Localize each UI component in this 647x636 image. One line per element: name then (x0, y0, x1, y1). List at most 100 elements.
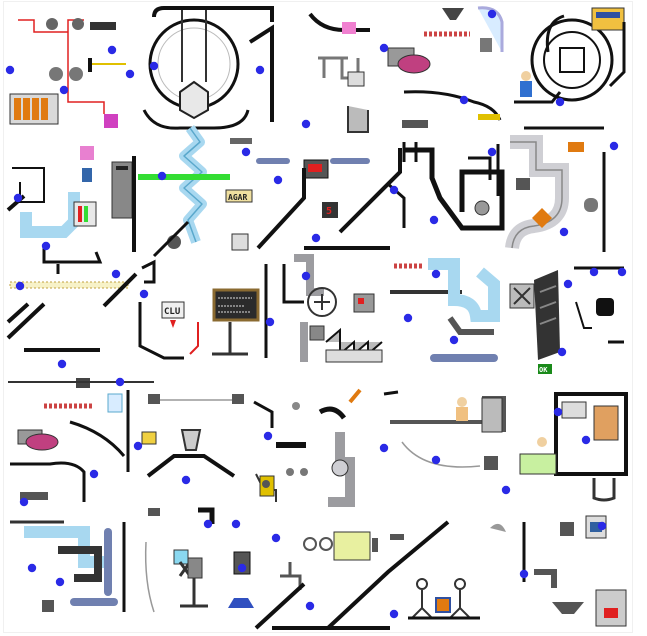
tile-scientist-station (390, 396, 506, 470)
server-tower (111, 161, 133, 219)
bracket (276, 442, 306, 448)
scientist-icon (537, 437, 547, 447)
blue-node-icon (555, 97, 565, 107)
sensor-head (454, 578, 466, 590)
computer-monitor-icon (148, 394, 160, 404)
spiral-core (559, 47, 585, 73)
tile-power-room (9, 18, 126, 128)
pump-icon (49, 67, 63, 81)
battery-cell (23, 98, 30, 120)
half-dome (490, 523, 506, 532)
valve-icon (516, 178, 530, 190)
blue-node-icon (389, 609, 399, 619)
arm-pipe (328, 432, 355, 507)
blue-node-icon (273, 175, 283, 185)
scientist-icon (521, 71, 531, 81)
copper-block (568, 142, 584, 152)
orange-stick (348, 388, 362, 404)
blue-node-icon (597, 521, 607, 531)
chain (330, 158, 370, 164)
red-rope (189, 322, 199, 355)
tank-valve (372, 538, 378, 552)
fan-blades (513, 287, 531, 305)
tile-control-room (519, 392, 628, 502)
tile-chalkboard-room: CLU (138, 259, 304, 360)
cable (401, 441, 481, 468)
bracket (198, 507, 215, 524)
chalk-writing (218, 297, 252, 313)
blue-node-icon (487, 147, 497, 157)
ice-pipe (428, 258, 500, 322)
tripwire (9, 281, 129, 289)
blue-node-icon (431, 269, 441, 279)
battery-cell (32, 98, 39, 120)
cannon-icon (534, 270, 560, 360)
floor (42, 248, 103, 274)
anvil (402, 120, 428, 128)
blue-node-icon (581, 435, 591, 445)
chalkboard (212, 288, 260, 322)
slope-wall (146, 454, 236, 478)
room-frame (554, 392, 628, 476)
locker (595, 589, 627, 627)
agar-label: AGAR (228, 193, 247, 202)
blue-node-icon (501, 485, 511, 495)
spiral-outer (530, 18, 614, 102)
valve-icon (42, 600, 54, 612)
blue-node-icon (553, 407, 563, 417)
wall (608, 22, 626, 88)
pump-icon (484, 456, 498, 470)
blue-node-icon (589, 267, 599, 277)
blue-node-icon (89, 469, 99, 479)
lens-capsule (25, 433, 59, 451)
blue-node-icon (107, 45, 117, 55)
clu-sign (161, 301, 185, 319)
bug-machine (307, 287, 337, 317)
blue-node-icon (617, 267, 627, 277)
slope-wall (6, 272, 138, 340)
inner-wall (468, 144, 500, 196)
stand (180, 578, 208, 608)
tile-cannon-room: OK (428, 258, 624, 374)
tile-twin-sensors (408, 578, 480, 620)
blue-node-icon (125, 69, 135, 79)
sensor-stand (449, 590, 471, 619)
blue-node-icon (305, 601, 315, 611)
tile-factory (294, 254, 462, 363)
clamp (88, 58, 92, 72)
stand (212, 322, 248, 356)
laser-beam (138, 174, 230, 180)
trash-can (180, 429, 202, 451)
chain (256, 158, 290, 164)
tile-lab-top (308, 8, 502, 162)
clu-label: CLU (164, 307, 180, 317)
blue-node-icon (41, 241, 51, 251)
magenta-socket (104, 114, 118, 128)
stand (347, 106, 369, 133)
sticky-note (141, 431, 157, 445)
ice-pipe (20, 192, 80, 238)
blue-node-icon (231, 519, 241, 529)
shelf (230, 138, 252, 144)
crane-arm (534, 569, 557, 588)
wall (545, 14, 565, 53)
shaft (181, 10, 207, 82)
blue-node-icon (311, 233, 321, 243)
blue-node-icon (255, 65, 265, 75)
gear-icon (303, 537, 317, 551)
pump-icon (480, 38, 492, 52)
blue-node-icon (389, 185, 399, 195)
counter-label: 5 (326, 206, 332, 217)
blue-node-icon (379, 43, 389, 53)
yellow-unit-lens (262, 480, 270, 488)
agar-sign (225, 189, 253, 203)
joint (331, 459, 349, 477)
radiation-icon (347, 71, 365, 87)
tile-ice-duct (6, 146, 136, 274)
slope-wall (152, 220, 190, 258)
floor (514, 91, 562, 104)
pressure-gauge-icon (187, 557, 203, 579)
blue-node-icon (449, 335, 459, 345)
blue-node-icon (431, 455, 441, 465)
battery-cell (41, 98, 48, 120)
